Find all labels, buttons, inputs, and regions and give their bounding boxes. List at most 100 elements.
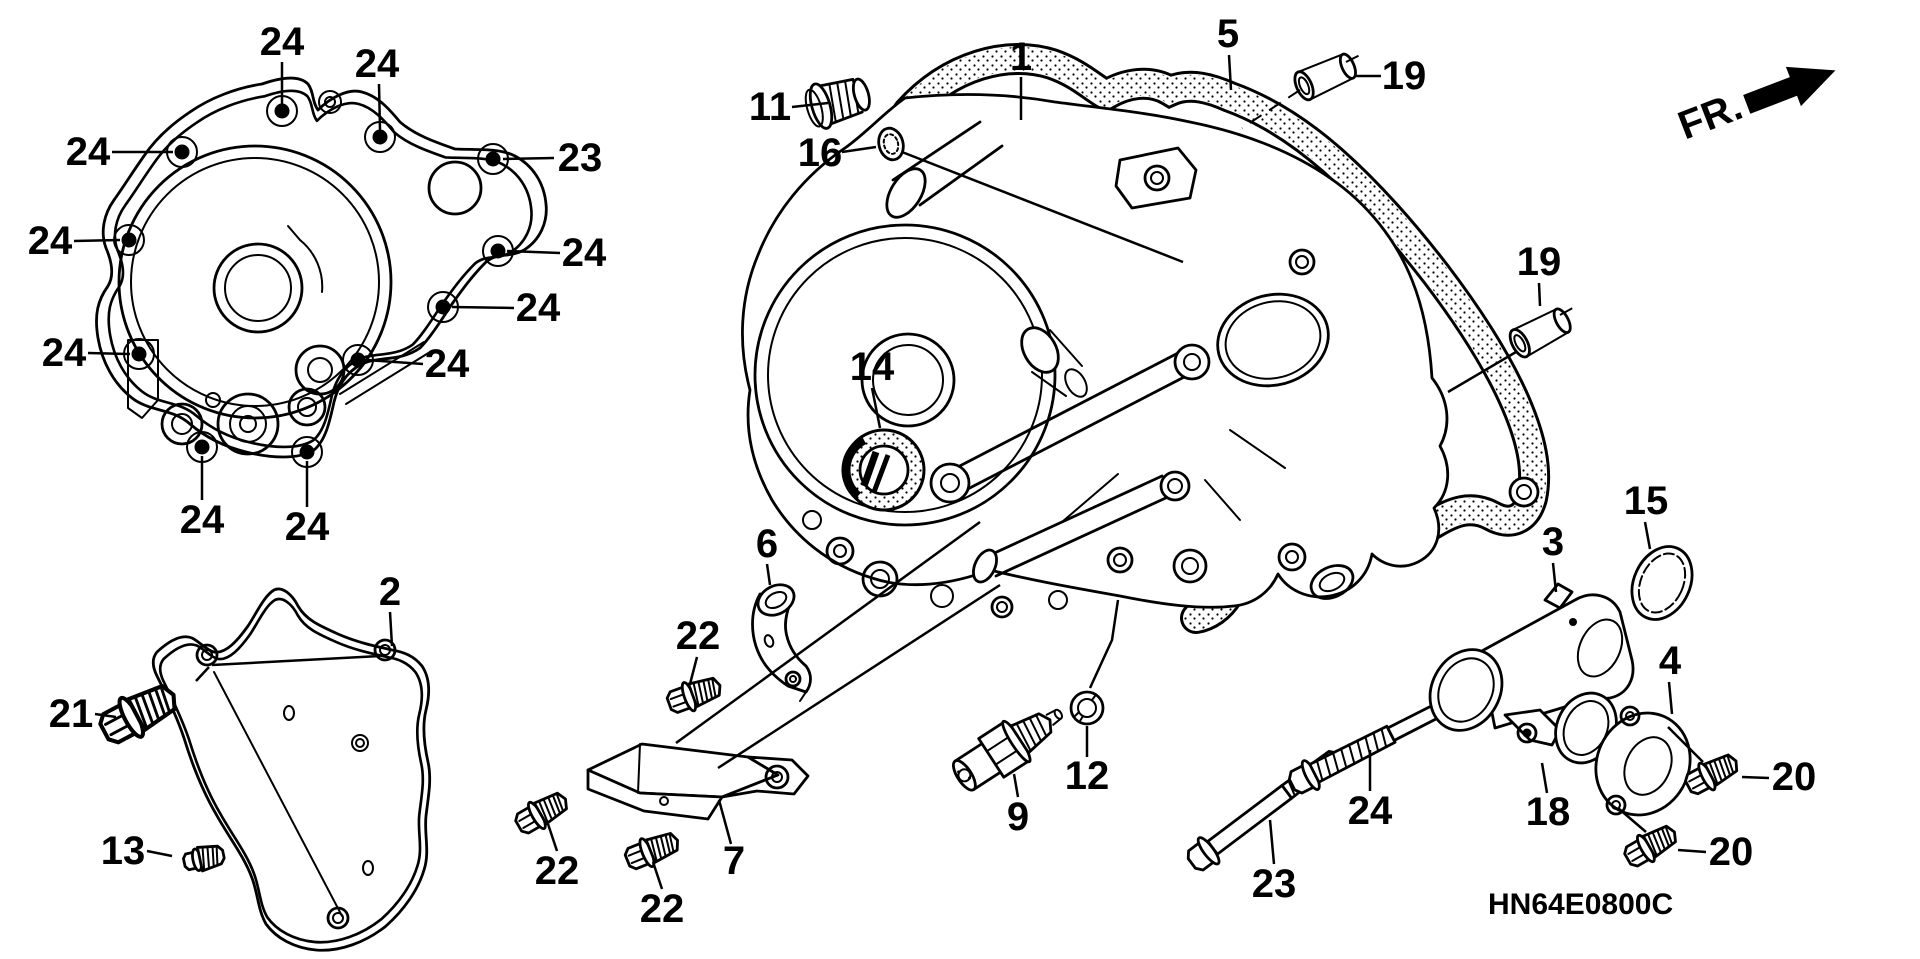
callout-label-1: 1 — [1010, 35, 1032, 79]
callout-label-6: 6 — [756, 522, 778, 566]
leader-line — [94, 712, 117, 719]
leader-line — [717, 583, 1001, 770]
callout-dot — [131, 346, 147, 362]
callout-label-24: 24 — [516, 286, 561, 330]
leader-line — [211, 654, 381, 667]
callout-dot — [174, 144, 190, 160]
leader-line — [717, 799, 733, 845]
leader-line — [1012, 773, 1020, 798]
leader-line — [1227, 54, 1233, 91]
callout-label-24: 24 — [260, 20, 305, 64]
callout-label-20: 20 — [1772, 755, 1817, 799]
callout-label-2: 2 — [379, 570, 401, 614]
drain-plug-drawing — [804, 77, 871, 130]
leader-line — [765, 563, 772, 586]
fr-label: FR. — [1672, 84, 1748, 148]
leader-line — [1447, 350, 1517, 394]
leader-line — [73, 238, 121, 243]
left-cover-drawing — [95, 76, 548, 468]
callout-label-23: 23 — [1252, 862, 1297, 906]
leader-line — [146, 849, 173, 858]
callout-label-13: 13 — [101, 829, 146, 873]
leader-line — [502, 156, 555, 161]
leader-line — [1241, 89, 1301, 129]
callout-label-21: 21 — [49, 692, 94, 736]
callout-label-24: 24 — [562, 231, 607, 275]
callout-label-24: 24 — [66, 130, 111, 174]
callout-label-4: 4 — [1659, 639, 1682, 683]
leader-line — [1643, 521, 1652, 550]
bolt-20-drawing — [1618, 817, 1684, 874]
bolt-22-drawing — [509, 784, 575, 841]
screw-13-drawing — [180, 841, 228, 876]
callout-label-7: 7 — [723, 839, 745, 883]
bolt-22-drawing — [662, 669, 727, 720]
leader-line — [87, 351, 131, 356]
leader-line — [1540, 762, 1549, 794]
leader-line — [506, 249, 561, 255]
callout-dot — [121, 232, 137, 248]
leader-line — [901, 150, 1184, 264]
oil-seal-drawing — [841, 428, 926, 512]
leader-line — [1088, 599, 1120, 689]
callout-label-19: 19 — [1382, 54, 1427, 98]
leader-line — [546, 823, 559, 852]
callout-label-24: 24 — [28, 219, 73, 263]
callout-dot — [194, 439, 210, 455]
callout-label-19: 19 — [1517, 240, 1562, 284]
sensor-drawing — [952, 708, 1064, 792]
flange-joint-drawing — [1594, 705, 1692, 817]
leader-line — [688, 656, 699, 685]
callout-label-22: 22 — [535, 849, 580, 893]
callout-dot — [435, 299, 451, 315]
callout-label-14: 14 — [850, 345, 895, 389]
leader-line — [377, 83, 382, 131]
callout-label-16: 16 — [798, 131, 843, 175]
callout-label-24: 24 — [42, 331, 87, 375]
bracket-drawing — [751, 583, 812, 702]
callout-label-11: 11 — [749, 85, 791, 129]
callout-dot — [485, 151, 501, 167]
callout-label-3: 3 — [1542, 520, 1564, 564]
diagram-code: HN64E0800C — [1488, 888, 1673, 921]
callout-label-24: 24 — [1348, 789, 1393, 833]
callout-dot — [490, 243, 506, 259]
leader-line — [195, 666, 210, 682]
callout-dot — [350, 352, 366, 368]
callout-label-15: 15 — [1624, 479, 1669, 523]
washer-12-drawing — [1069, 690, 1105, 726]
callout-label-22: 22 — [676, 614, 721, 658]
callout-label-22: 22 — [640, 887, 685, 931]
leader-line — [1667, 681, 1674, 715]
leader-line — [1268, 819, 1276, 865]
o-ring-16-drawing — [877, 126, 905, 162]
callout-label-12: 12 — [1065, 754, 1110, 798]
fr-direction-indicator: FR. — [1672, 66, 1836, 148]
leader-line — [841, 145, 877, 154]
fr-arrow-icon — [1743, 66, 1836, 114]
callout-label-24: 24 — [355, 42, 400, 86]
leader-line — [1617, 807, 1647, 833]
leader-line — [1559, 304, 1579, 316]
leader-line — [1741, 775, 1770, 780]
guard-plate-drawing — [586, 742, 810, 821]
dowel-pin-drawing — [1289, 48, 1361, 104]
callout-label-20: 20 — [1709, 830, 1754, 874]
leader-line — [675, 520, 981, 745]
callout-label-9: 9 — [1007, 795, 1029, 839]
leader-line — [1551, 562, 1558, 593]
leader-line — [870, 387, 882, 429]
leader-line — [651, 861, 664, 890]
callout-dot — [274, 103, 290, 119]
cover-plate-drawing — [151, 587, 432, 952]
leader-line — [1677, 848, 1707, 854]
callout-label-24: 24 — [425, 342, 470, 386]
callout-label-24: 24 — [285, 505, 330, 549]
leader-line — [1667, 726, 1704, 763]
leader-line — [366, 358, 424, 366]
callout-dot — [299, 444, 315, 460]
callout-label-5: 5 — [1217, 12, 1239, 56]
callout-label-23: 23 — [558, 136, 603, 180]
